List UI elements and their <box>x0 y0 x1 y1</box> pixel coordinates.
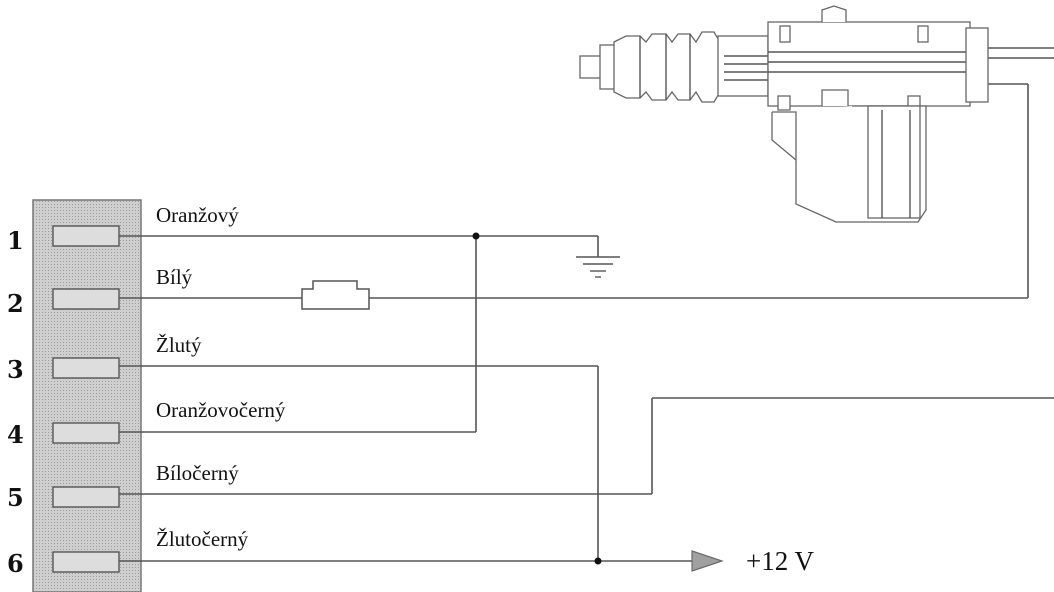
pin-number-4: 4 <box>7 420 24 449</box>
junction-dot <box>472 232 480 240</box>
wire-label-6: Žlutočerný <box>156 527 249 551</box>
pin-number-5: 5 <box>7 483 24 512</box>
connector-block <box>32 199 142 592</box>
junction-dot <box>594 557 602 565</box>
pin-slot <box>52 288 120 310</box>
pin-number-1: 1 <box>7 226 24 255</box>
pin-number-2: 2 <box>7 289 24 318</box>
pin-slot <box>52 422 120 444</box>
pin-slot <box>52 225 120 247</box>
supply-label: +12 V <box>746 546 814 576</box>
actuator-lead-top <box>988 47 1054 59</box>
fuse-icon <box>301 280 370 310</box>
wire-1 <box>119 235 599 257</box>
pin-number-3: 3 <box>7 355 24 384</box>
wire-label-1: Oranžový <box>156 203 239 227</box>
wire-label-5: Bíločerný <box>156 461 239 485</box>
pin-slot <box>52 486 120 508</box>
ground-icon <box>576 256 620 278</box>
wire-label-3: Žlutý <box>156 333 202 357</box>
supply-arrow-icon <box>691 550 724 572</box>
wire-label-4: Oranžovočerný <box>156 398 286 422</box>
wire-2 <box>119 83 1029 299</box>
wire-label-2: Bílý <box>156 265 193 289</box>
pin-slot <box>52 357 120 379</box>
door-lock-actuator-icon <box>579 5 989 223</box>
wire-3 <box>119 365 599 561</box>
wire-5 <box>119 397 1054 495</box>
wire-4 <box>119 236 477 433</box>
pin-slot <box>52 551 120 573</box>
pin-number-6: 6 <box>7 549 24 578</box>
